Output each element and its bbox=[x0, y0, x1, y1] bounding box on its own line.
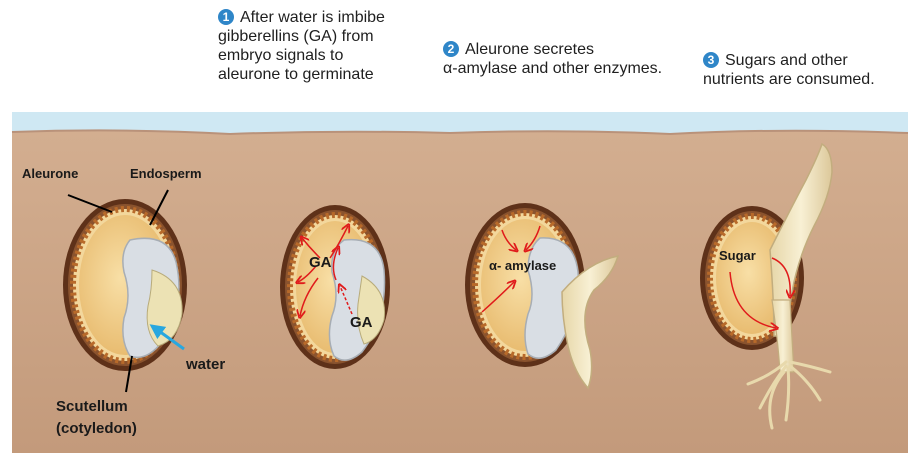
step-2-badge: 2 bbox=[443, 41, 459, 57]
step-2-line-2: α-amylase and other enzymes. bbox=[443, 60, 662, 77]
seed-1 bbox=[63, 199, 187, 371]
sugar-label: Sugar bbox=[719, 248, 756, 263]
aleurone-label: Aleurone bbox=[22, 166, 78, 181]
step-1-caption: 1 After water is imbibe gibberellins (GA)… bbox=[218, 8, 423, 96]
amylase-label: α- amylase bbox=[489, 258, 556, 273]
water-label: water bbox=[186, 356, 225, 373]
step-3-caption: 3 Sugars and other nutrients are consumed… bbox=[703, 51, 875, 89]
scutellum-label: Scutellum bbox=[56, 398, 128, 415]
ga-label-2: GA bbox=[350, 314, 373, 331]
step-1-badge: 1 bbox=[218, 9, 234, 25]
seed-2 bbox=[280, 205, 390, 369]
endosperm-label: Endosperm bbox=[130, 166, 202, 181]
step-1-line-2: gibberellins (GA) from bbox=[218, 27, 423, 46]
cotyledon-label: (cotyledon) bbox=[56, 420, 137, 437]
step-1-line-1: After water is imbibe bbox=[240, 9, 385, 26]
ga-label-1: GA bbox=[309, 254, 332, 271]
step-3-line-2: nutrients are consumed. bbox=[703, 71, 875, 88]
step-3-badge: 3 bbox=[703, 52, 719, 68]
step-1-line-3: embryo signals to bbox=[218, 46, 423, 65]
step-2-caption: 2 Aleurone secretes α-amylase and other e… bbox=[443, 40, 662, 78]
step-2-line-1: Aleurone secretes bbox=[465, 41, 594, 58]
step-1-line-4: aleurone to germinate bbox=[218, 65, 423, 84]
step-3-line-1: Sugars and other bbox=[725, 52, 848, 69]
